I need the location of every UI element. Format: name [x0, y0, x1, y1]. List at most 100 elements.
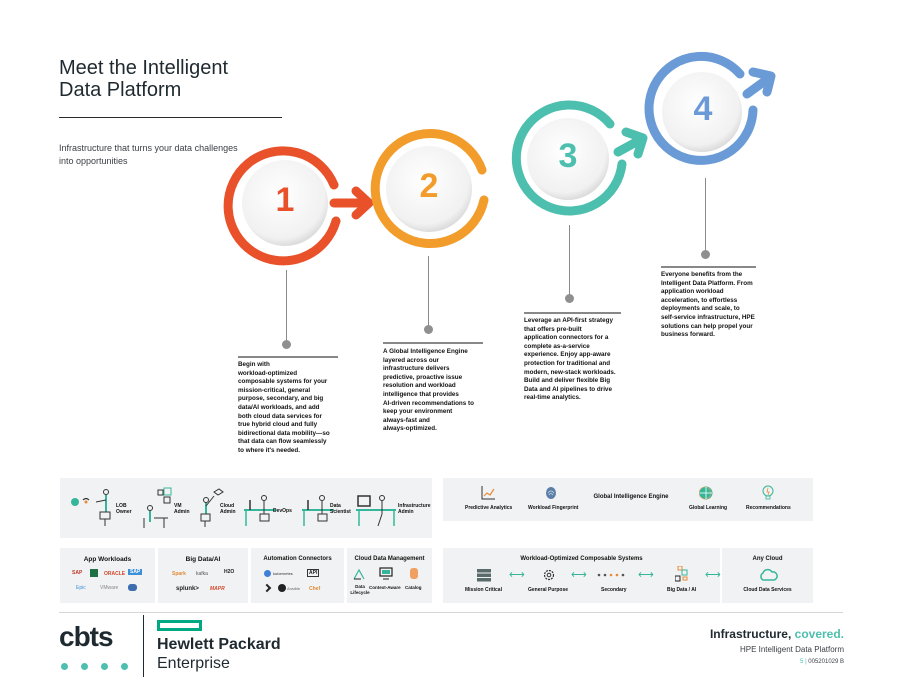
step-2-leader: [428, 256, 429, 328]
any-cloud-panel: Any Cloud Cloud Data Services: [722, 548, 813, 603]
general-purpose-label: General Purpose: [528, 587, 569, 593]
context-aware-label: Context-Aware: [369, 585, 401, 590]
step-1-ring-arrow-icon: [223, 146, 374, 266]
desc-line: composable systems for your: [238, 378, 328, 386]
step-3-description: Leverage an API-first strategy that offe…: [524, 317, 634, 403]
data-scientist-illustration-icon: [302, 495, 334, 526]
persona-label: Admin: [220, 509, 236, 515]
desc-line: Data and AI pipelines to drive: [524, 385, 612, 393]
step-3: 3: [510, 100, 660, 224]
desc-line: bidirectional data mobility—so: [238, 429, 330, 437]
desc-line: always-optimized.: [383, 425, 437, 433]
step-1-description: Begin with workload-optimized composable…: [238, 361, 348, 456]
step-1-rule: [238, 356, 338, 358]
ansible-label: Ansible: [287, 586, 301, 591]
sap-blue-logo-icon: SAP: [128, 569, 143, 575]
persona-label: Cloud: [220, 503, 235, 509]
app-workloads-title: App Workloads: [83, 556, 132, 563]
bidirectional-arrow-icon: ⟷: [705, 569, 721, 581]
desc-line: always-fast and: [383, 416, 430, 424]
persona-vm-admin: VM Admin: [174, 503, 190, 515]
step-4-dot: [701, 250, 710, 259]
step-3-rule: [524, 312, 621, 314]
sap-logo-icon: SAP: [72, 570, 83, 576]
desc-line: Leverage an API-first strategy: [524, 317, 614, 324]
vmware-logo-icon: VMware: [100, 585, 119, 591]
h2o-logo-icon: H2O: [224, 569, 235, 575]
bidirectional-arrow-icon: ⟷: [571, 569, 587, 581]
desc-line: predictive, proactive issue: [383, 373, 463, 381]
step-1-dot: [282, 340, 291, 349]
cloud-data-services-label: Cloud Data Services: [743, 587, 792, 593]
step-2-description: A Global Intelligence Engine layered acr…: [383, 348, 493, 434]
secondary-dots-icon: [597, 573, 625, 577]
kubernetes-label: kubernetes: [273, 571, 293, 576]
desc-line: data/AI workloads, and add: [238, 403, 320, 411]
page-number: 5: [800, 659, 804, 665]
hpe-logo-line-1: Hewlett Packard: [157, 636, 281, 653]
step-2-rule: [383, 342, 483, 344]
step-3-dot: [565, 294, 574, 303]
step-4-number: 4: [693, 90, 713, 128]
persona-label: LOB: [116, 503, 127, 509]
desc-line: that data can flow seamlessly: [238, 438, 327, 446]
title-divider: [59, 117, 282, 118]
predictive-analytics-label: Predictive Analytics: [465, 505, 513, 511]
cloud-data-management-panel: Cloud Data Management Data Lifecycle Con…: [347, 548, 432, 603]
big-data-ai-label: Big Data / AI: [667, 587, 697, 593]
desc-line: experience. Enjoy app-aware: [524, 351, 611, 359]
globe-icon: [699, 486, 713, 500]
catalog-label: Catalog: [405, 585, 422, 590]
lightbulb-icon: [762, 485, 774, 500]
persona-infrastructure-admin: Infrastructure Admin: [398, 503, 431, 515]
step-3-leader: [569, 225, 570, 297]
persona-label: VM: [174, 503, 182, 509]
step-4-description: Everyone benefits from the Intelligent D…: [661, 271, 771, 340]
automation-connectors-panel: Automation Connectors kubernetes API Ans…: [251, 548, 344, 603]
global-learning-label: Global Learning: [689, 505, 728, 511]
desc-line: A Global Intelligence Engine: [383, 348, 468, 355]
desc-line: purpose, secondary, and big: [238, 395, 324, 403]
desc-line: keep your environment: [383, 408, 453, 416]
line-chart-icon: [481, 486, 495, 500]
desc-line: AI-driven recommendations to: [383, 399, 474, 407]
desc-line: application workload: [661, 288, 724, 296]
page-title: Meet the Intelligent Data Platform: [59, 57, 319, 101]
step-2-number: 2: [419, 167, 439, 205]
infrastructure-admin-illustration-icon: [356, 495, 396, 527]
workload-fingerprint-label: Workload Fingerprint: [528, 505, 579, 511]
desc-line: Build and deliver flexible Big: [524, 377, 611, 385]
page-separator: |: [805, 659, 809, 665]
cloud-data-management-title: Cloud Data Management: [354, 556, 425, 562]
app-workloads-panel: App Workloads SAP ORACLE SAP Epic VMware: [60, 548, 155, 603]
monitor-icon: [379, 567, 393, 580]
persona-label: DevOps: [273, 508, 292, 514]
persona-label: Infrastructure: [398, 503, 431, 509]
title-line-1: Meet the Intelligent: [59, 57, 228, 79]
oracle-logo-icon: ORACLE: [104, 571, 126, 577]
doc-title: HPE Intelligent Data Platform: [739, 645, 844, 654]
step-4-leader: [705, 178, 706, 254]
desc-line: complete as-a-service: [524, 342, 590, 350]
desc-line: Everyone benefits from the: [661, 271, 743, 278]
subtitle-line-1: Infrastructure that turns your data chal…: [59, 143, 238, 153]
composable-systems-title: Workload-Optimized Composable Systems: [520, 556, 643, 562]
desc-line: self-service infrastructure, HPE: [661, 313, 755, 321]
persona-label: Admin: [398, 509, 414, 515]
persona-devops: DevOps: [273, 508, 292, 514]
desc-line: both cloud data services for: [238, 412, 322, 420]
tagline: Infrastructure, covered.: [710, 627, 844, 641]
desc-line: workload-optimized: [238, 369, 298, 377]
secondary-label: Secondary: [601, 587, 627, 593]
bidirectional-arrow-icon: ⟷: [509, 569, 525, 581]
desc-line: acceleration, to effortless: [661, 296, 738, 304]
title-line-2: Data Platform: [59, 79, 182, 101]
tagline-dark: Infrastructure,: [709, 627, 792, 641]
step-3-number: 3: [558, 137, 578, 175]
docker-logo-icon: [128, 584, 137, 591]
chef-logo-icon: Chef: [309, 586, 321, 592]
persona-label: Owner: [116, 509, 132, 515]
desc-line: intelligence that provides: [383, 390, 459, 398]
step-2: 2: [370, 129, 520, 250]
devops-illustration-icon: [244, 495, 276, 526]
